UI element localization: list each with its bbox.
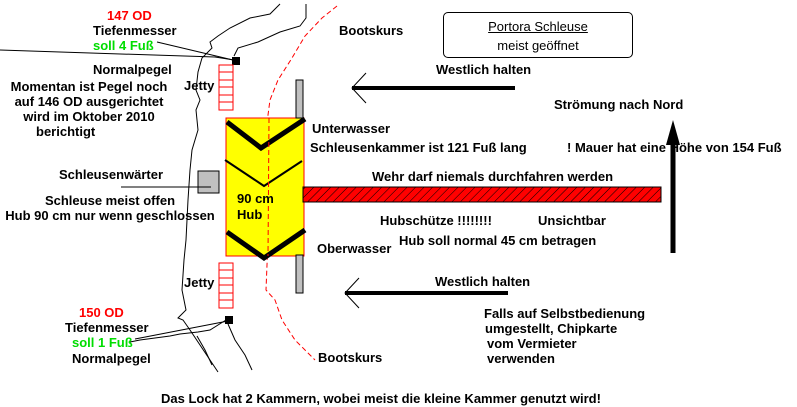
lock-keeper-note-1: Schleuse meist offen [44, 193, 176, 208]
sluice-label: Hubschütze !!!!!!!! [380, 213, 492, 228]
jetty-label-top: Jetty [184, 78, 215, 93]
footer-note: Das Lock hat 2 Kammern, wobei meist die … [161, 391, 601, 406]
lock-keeper-hut [197, 170, 220, 194]
top-depth-gauge-marker [232, 57, 240, 65]
keep-west-label-top: Westlich halten [436, 62, 532, 77]
bottom-gauge-label: Tiefenmesser [65, 320, 149, 335]
top-gauge-leader [156, 41, 234, 61]
bottom-gauge-pegel: Normalpegel [72, 351, 151, 366]
current-label: Strömung nach Nord [554, 97, 684, 112]
bottom-depth-gauge-marker [225, 316, 233, 324]
keep-west-label-bottom: Westlich halten [435, 274, 531, 289]
lock-keeper-note-2: Hub 90 cm nur wenn geschlossen [5, 208, 215, 223]
lock-keeper-label: Schleusenwärter [59, 167, 164, 182]
lower-wall [295, 254, 304, 294]
self-service-note-1: Falls auf Selbstbedienung [484, 306, 646, 321]
sluice-normal-lift: Hub soll normal 45 cm betragen [399, 233, 597, 248]
top-gauge-pegel: Normalpegel [93, 62, 172, 77]
sluice-visibility: Unsichtbar [538, 213, 606, 228]
top-gauge-note-4: berichtigt [36, 124, 96, 139]
boat-course-label-bottom: Bootskurs [318, 350, 383, 365]
jetty-label-bottom: Jetty [184, 275, 215, 290]
top-jetty [218, 64, 234, 111]
lock-gates [224, 116, 307, 262]
downstream-label: Oberwasser [317, 241, 392, 256]
chamber-centerline [267, 117, 270, 257]
keep-west-arrow-top [351, 72, 515, 104]
chamber-length-label: Schleusenkammer ist 121 Fuß lang [310, 140, 527, 155]
upstream-label: Unterwasser [312, 121, 391, 136]
bottom-jetty [218, 262, 234, 309]
top-gauge-note-1: Momentan ist Pegel noch [10, 79, 168, 94]
top-gauge-target: soll 4 Fuß [93, 38, 154, 53]
top-gauge-label: Tiefenmesser [93, 23, 177, 38]
lock-status: meist geöffnet [497, 38, 579, 53]
boat-course-label-top: Bootskurs [339, 23, 404, 38]
title-box: Portora Schleuse meist geöffnet [443, 12, 633, 58]
self-service-note-3: vom Vermieter [487, 336, 577, 351]
river-bank-lines [0, 3, 307, 373]
keep-west-arrow-bottom [344, 277, 508, 309]
wall-height-label: ! Mauer hat eine Höhe von 154 Fuß [567, 140, 782, 155]
chamber-lift-value: 90 cm [237, 191, 274, 206]
bottom-gauge-target: soll 1 Fuß [72, 335, 133, 350]
weir-warning: Wehr darf niemals durchfahren werden [372, 169, 614, 184]
top-gauge-note-3: wird im Oktober 2010 [23, 109, 155, 124]
self-service-note-2: umgestellt, Chipkarte [485, 321, 618, 336]
top-gauge-note-2: auf 146 OD ausgerichtet [14, 94, 164, 109]
upper-wall [295, 79, 304, 119]
bottom-gauge-leader [134, 320, 229, 340]
weir-bar [302, 186, 662, 203]
lock-chamber [225, 117, 305, 257]
current-north-arrow [666, 120, 680, 253]
self-service-note-4: verwenden [487, 351, 555, 366]
top-gauge-level: 147 OD [107, 8, 152, 23]
chamber-lift-label: Hub [237, 207, 263, 222]
lock-title: Portora Schleuse [488, 19, 588, 34]
bottom-gauge-level: 150 OD [79, 305, 124, 320]
